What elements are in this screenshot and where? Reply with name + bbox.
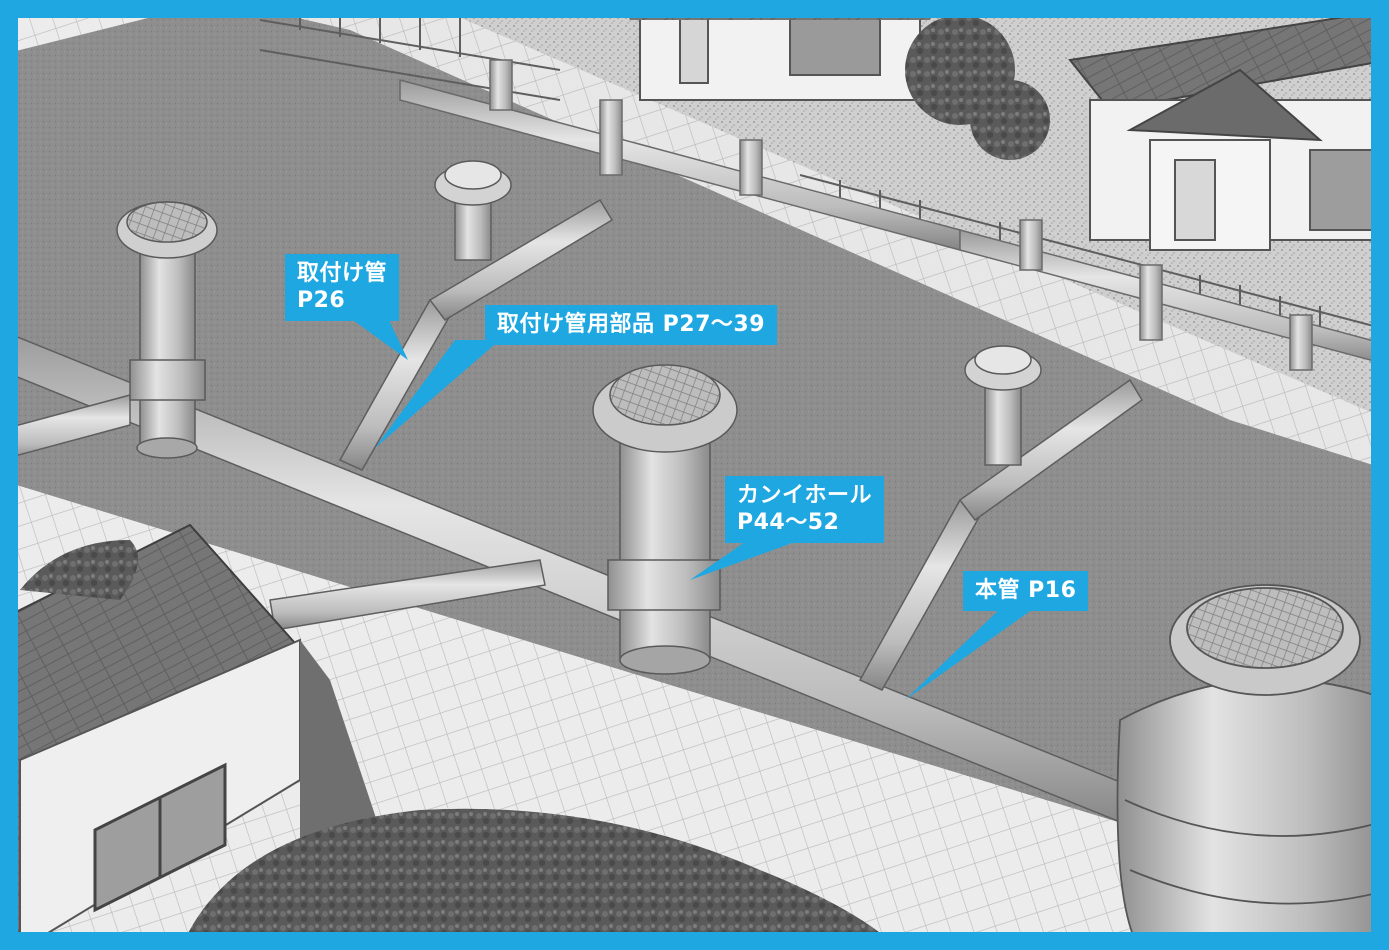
house-connection-pipes [399,59,1389,371]
callout-pointers [350,318,1040,700]
callout-main-pipe: 本管 P16 [963,571,1089,611]
kanihole-chamber [592,364,738,675]
large-manhole [1116,584,1389,950]
inspection-chamber-left [116,201,218,459]
callout-attachment-pipe: 取付け管 P26 [285,254,400,321]
callout-kanihole: カンイホール P44〜52 [725,476,885,543]
small-cap-right [964,345,1042,391]
far-house-right [1068,8,1389,251]
callout-attachment-parts: 取付け管用部品 P27〜39 [485,305,778,345]
foreground-hedges [20,540,900,950]
far-sidewalk [220,0,1389,470]
far-trees [905,15,1050,160]
small-cap-left [434,160,512,206]
attachment-pipes [338,189,1143,691]
